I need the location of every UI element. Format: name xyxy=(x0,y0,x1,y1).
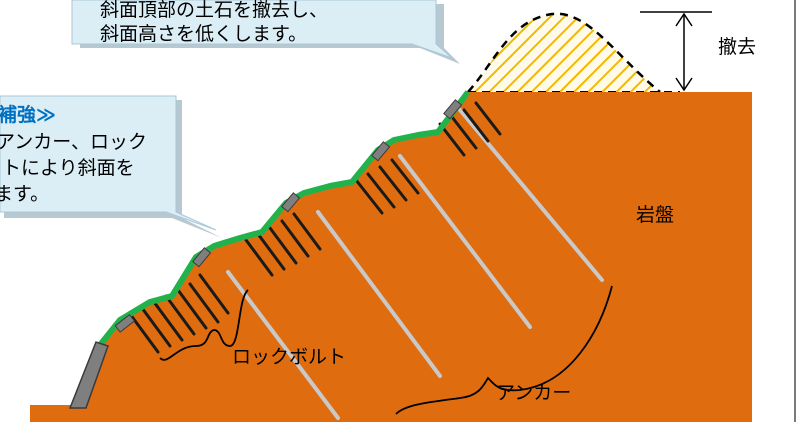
callout-left-bubble xyxy=(0,95,222,238)
anchor-label: アンカー xyxy=(496,382,572,404)
callout-top-bubble xyxy=(71,0,460,64)
callout-top-line2: 斜面高さを低くします。 xyxy=(100,23,308,45)
removed-soil xyxy=(468,13,660,92)
callout-left-title: 補強≫ xyxy=(0,104,56,126)
anchor-brace xyxy=(395,285,613,415)
removal-label: 撤去 xyxy=(718,36,757,58)
bedrock-slope xyxy=(30,92,752,422)
callout-left-line2: トにより斜面を xyxy=(2,157,135,179)
anchor-group xyxy=(226,108,604,420)
rock-bolt-group xyxy=(128,101,502,354)
removed-soil-outline xyxy=(467,12,661,93)
callout-left-line3: ます。 xyxy=(0,183,50,205)
bearing-plates xyxy=(114,99,463,333)
rock-bolt-label: ロックボルト xyxy=(232,346,347,368)
anchor xyxy=(226,270,340,420)
retaining-wall xyxy=(68,341,109,409)
bedrock-label: 岩盤 xyxy=(636,204,675,226)
rock-bolt-brace xyxy=(159,289,249,361)
callout-top-line1: 斜面頂部の土石を撤去し、 xyxy=(100,0,329,21)
callout-left-line1: アンカー、ロック xyxy=(0,131,148,153)
removal-dimension xyxy=(640,11,712,92)
